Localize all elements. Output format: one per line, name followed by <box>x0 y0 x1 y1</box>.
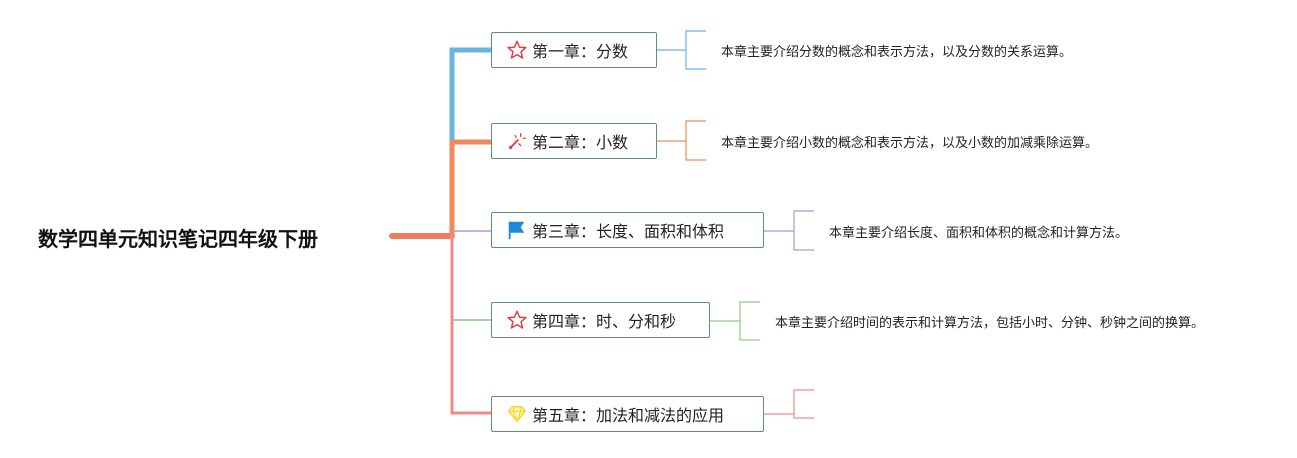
branch-line-2 <box>449 139 492 236</box>
flag-icon <box>506 219 528 241</box>
chapter-node-4[interactable]: 第四章：时、分和秒 <box>491 302 710 338</box>
chapter-desc-3[interactable]: 本章主要介绍长度、面积和体积的概念和计算方法。 <box>829 225 1129 241</box>
chapter-node-1[interactable]: 第一章：分数 <box>491 32 657 68</box>
star-outline-icon <box>506 309 528 331</box>
leaf-connector-4 <box>710 301 760 341</box>
star-outline-icon <box>506 39 528 61</box>
chapter-node-3[interactable]: 第三章：长度、面积和体积 <box>491 212 764 248</box>
chapter-desc-2[interactable]: 本章主要介绍小数的概念和表示方法，以及小数的加减乘除运算。 <box>721 135 1099 151</box>
chapter-node-2[interactable]: 第二章：小数 <box>491 123 657 159</box>
branch-line-5 <box>450 236 492 415</box>
leaf-connector-2 <box>656 120 706 161</box>
leaf-connector-1 <box>656 30 706 70</box>
leaf-connector-3 <box>763 210 814 251</box>
chapter-label-2: 第二章：小数 <box>532 133 629 152</box>
chapter-node-5[interactable]: 第五章：加法和减法的应用 <box>491 396 764 432</box>
chapter-label-1: 第一章：分数 <box>532 42 629 61</box>
chapter-label-4: 第四章：时、分和秒 <box>532 312 677 331</box>
chapter-desc-1[interactable]: 本章主要介绍分数的概念和表示方法，以及分数的关系运算。 <box>721 44 1073 60</box>
magic-wand-icon <box>506 130 528 152</box>
chapter-label-5: 第五章：加法和减法的应用 <box>532 406 725 425</box>
root-topic-title[interactable]: 数学四单元知识笔记四年级下册 <box>38 226 318 251</box>
chapter-label-3: 第三章：长度、面积和体积 <box>532 222 725 241</box>
leaf-connector-5 <box>764 389 814 419</box>
diamond-icon <box>506 403 528 425</box>
chapter-desc-4[interactable]: 本章主要介绍时间的表示和计算方法，包括小时、分钟、秒钟之间的换算。 <box>775 315 1205 331</box>
